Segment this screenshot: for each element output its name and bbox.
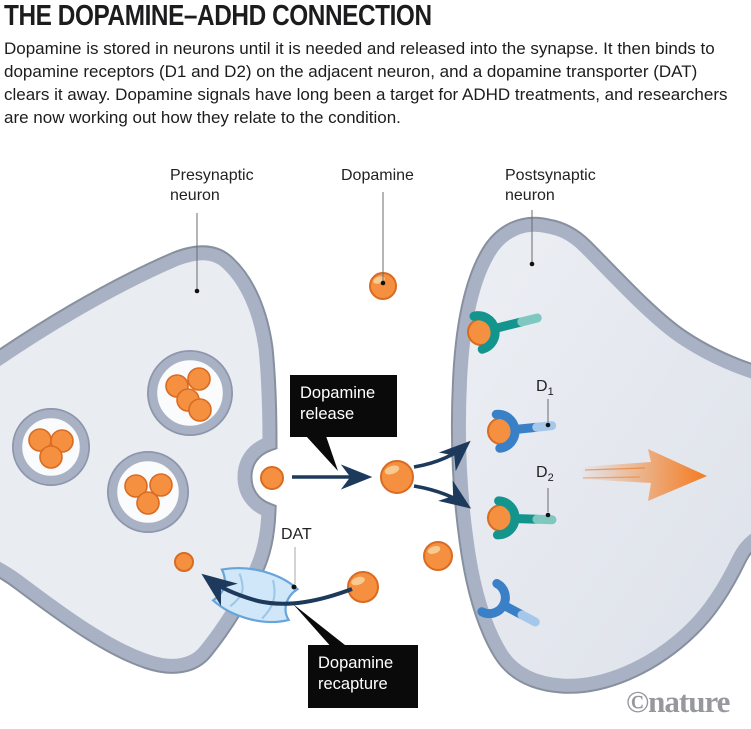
nature-logo: ©nature (626, 684, 730, 719)
callout-dopamine-release: Dopamine release (290, 375, 397, 437)
d2-type-receptor-bound (467, 311, 542, 354)
label-d2-receptor: D2 (536, 464, 554, 485)
signal-propagation-arrow (580, 449, 707, 501)
vesicle (12, 408, 90, 486)
label-presynaptic-neuron: Presynaptic neuron (170, 167, 254, 204)
page-title: THE DOPAMINE–ADHD CONNECTION (4, 0, 432, 32)
vesicle (147, 350, 233, 436)
callout-dopamine-recapture: Dopamine recapture (308, 645, 418, 708)
d1-receptor-bound (487, 409, 557, 453)
leader-lines (196, 192, 549, 584)
postsynaptic-neuron-shape (450, 216, 751, 694)
fork-arrow-to-d1 (413, 440, 471, 472)
label-d1-receptor: D1 (536, 378, 554, 399)
receptor-unbound (477, 578, 540, 627)
callout-pointers (293, 436, 350, 649)
dopamine-highlight (351, 276, 441, 586)
leader-dots (194, 261, 551, 590)
recapture-arrow (201, 573, 353, 606)
intro-paragraph: Dopamine is stored in neurons until it i… (4, 39, 728, 128)
fork-arrow-to-d2 (413, 480, 472, 509)
vesicle (107, 451, 189, 533)
label-postsynaptic-neuron: Postsynaptic neuron (505, 167, 596, 204)
label-dat: DAT (281, 526, 312, 543)
d2-receptor-bound (487, 496, 557, 540)
label-dopamine: Dopamine (341, 167, 414, 184)
